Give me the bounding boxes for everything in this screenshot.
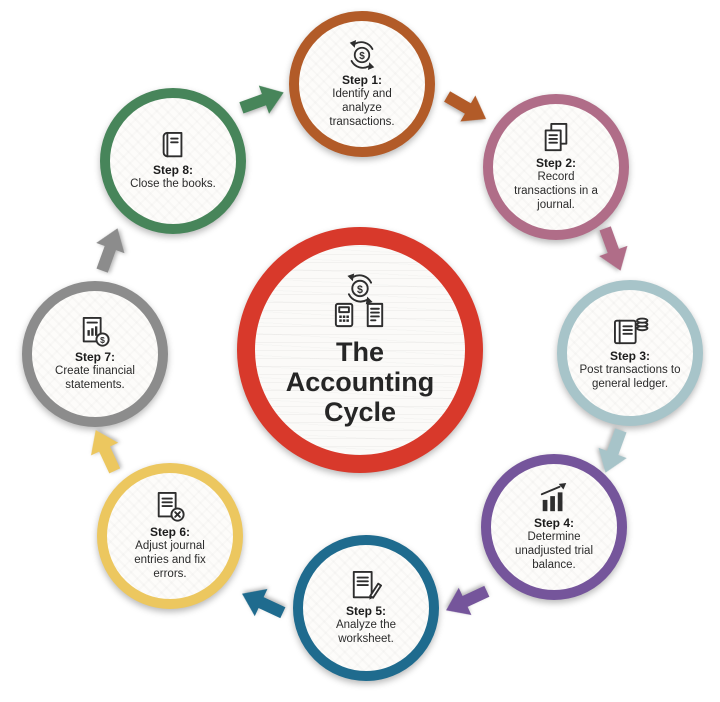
document-error-icon [150, 491, 190, 523]
step-3-circle: Step 3: Post transactions to general led… [557, 280, 703, 426]
step-8-circle: Step 8: Close the books. [100, 88, 246, 234]
step-4-label: Step 4: [533, 515, 574, 530]
step-1-label: Step 1: [341, 72, 382, 87]
svg-text:$: $ [100, 335, 105, 345]
step-7-label: Step 7: [74, 349, 115, 364]
diagram-title: The Accounting Cycle [285, 336, 435, 428]
arrow-step8-to-step1 [236, 76, 291, 124]
step-7-text: Create financial statements. [55, 365, 135, 392]
center-circle: $ The Accounting Cycle [237, 227, 483, 473]
step-7-circle: $ Step 7: Create financial statements. [22, 281, 168, 427]
worksheet-pencil-icon [346, 570, 386, 602]
step-6-text: Adjust journal entries and fix errors. [134, 540, 206, 581]
svg-text:$: $ [359, 51, 365, 62]
step-2-label: Step 2: [535, 155, 576, 170]
step-5-text: Analyze the worksheet. [335, 619, 397, 646]
step-5-label: Step 5: [345, 603, 386, 618]
arrow-step5-to-step6 [234, 578, 290, 628]
step-8-text: Close the books. [130, 178, 216, 191]
step-1-circle: $ Step 1: Identify and analyze transacti… [289, 11, 435, 157]
step-2-text: Record transactions in a journal. [514, 171, 598, 212]
step-6-label: Step 6: [149, 524, 190, 539]
step-1-text: Identify and analyze transactions. [329, 88, 395, 129]
svg-text:$: $ [357, 283, 363, 295]
arrow-step1-to-step2 [439, 82, 496, 134]
step-4-circle: Step 4: Determine unadjusted trial balan… [481, 454, 627, 600]
step-5-circle: Step 5: Analyze the worksheet. [293, 535, 439, 681]
arrow-step7-to-step8 [86, 222, 134, 277]
dollar-cycle-icon: $ [342, 39, 382, 71]
step-2-circle: Step 2: Record transactions in a journal… [483, 94, 629, 240]
bar-chart-growth-icon [534, 482, 574, 514]
documents-icon [538, 122, 574, 154]
step-3-text: Post transactions to general ledger. [579, 364, 681, 391]
step-4-text: Determine unadjusted trial balance. [515, 531, 593, 572]
step-6-circle: Step 6: Adjust journal entries and fix e… [97, 463, 243, 609]
financial-statement-icon: $ [75, 316, 115, 348]
arrow-step3-to-step4 [589, 425, 637, 480]
arrow-step4-to-step5 [438, 576, 494, 626]
book-icon [154, 131, 192, 161]
step-8-label: Step 8: [152, 162, 193, 177]
arrow-step2-to-step3 [589, 223, 637, 278]
ledger-coins-icon [609, 315, 651, 347]
step-3-label: Step 3: [609, 348, 650, 363]
arrow-step6-to-step7 [80, 422, 130, 478]
accounting-cycle-tools-icon: $ [323, 273, 397, 329]
